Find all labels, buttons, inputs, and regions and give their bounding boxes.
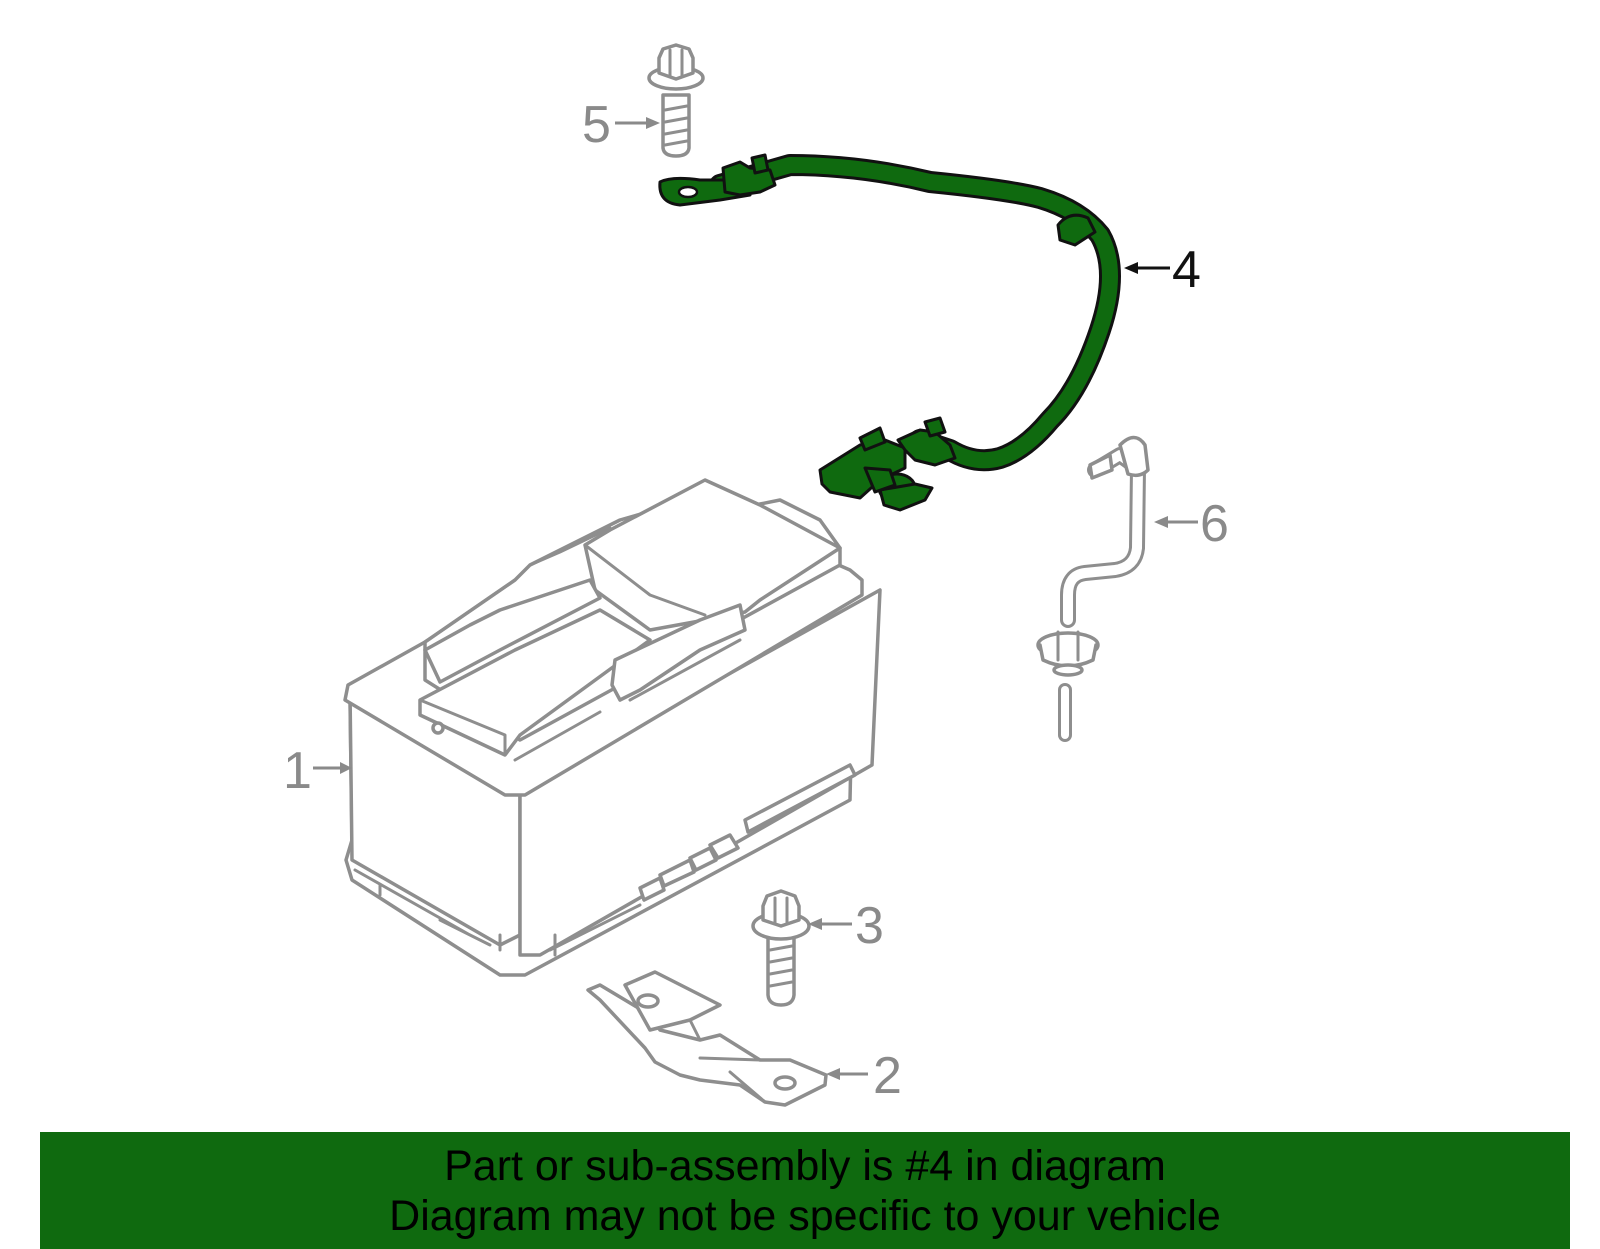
- banner-line-1: Part or sub-assembly is #4 in diagram: [444, 1141, 1166, 1190]
- battery: [343, 478, 882, 977]
- callout-5: 5: [582, 96, 611, 154]
- callout-3: 3: [855, 897, 884, 955]
- banner-line-2: Diagram may not be specific to your vehi…: [389, 1191, 1221, 1240]
- callout-1: 1: [283, 742, 312, 800]
- info-banner: Part or sub-assembly is #4 in diagram Di…: [40, 1132, 1570, 1249]
- battery-cable-4: [658, 153, 1121, 512]
- callout-6: 6: [1200, 495, 1229, 553]
- leader-arrows: [313, 117, 1198, 1080]
- callout-2: 2: [873, 1047, 902, 1105]
- battery-hold-down-bracket: [586, 970, 828, 1107]
- bolt-3: [751, 889, 811, 1007]
- callout-4: 4: [1172, 241, 1201, 299]
- bolt-5: [647, 43, 705, 158]
- sensor-probe-6: [1036, 435, 1150, 742]
